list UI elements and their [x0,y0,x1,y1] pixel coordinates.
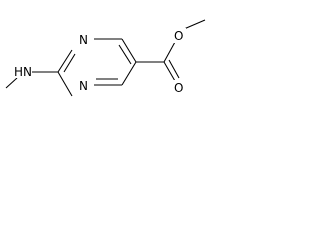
label-bg-n-lower [72,79,94,92]
label-bg-n-upper [72,33,94,46]
atom-label-nh: HN [14,65,32,79]
bond-carbonyl-c-o-double-b [168,59,180,79]
bond-c2-n1-double [63,53,76,73]
bond-methyl-nh [5,77,18,89]
bond-n3-c2 [57,71,73,97]
chemical-structure: N N HN O O [5,19,206,97]
bond-c2-n1 [57,49,73,73]
bond-skeleton [5,19,206,97]
label-bg-o-ester [172,28,186,43]
atom-labels: N N HN O O [14,28,186,95]
label-bg-o-carbonyl [172,80,186,95]
bond-carbonyl-c-o-double-a [163,61,176,82]
atom-label-n-lower: N [79,79,88,93]
bond-carbonyl-c-o-ester [163,41,176,63]
bond-c6-c5-double [118,44,132,65]
bond-c6-c5 [121,38,137,63]
atom-label-o-carbonyl: O [174,81,183,95]
bond-c5-c4 [121,61,137,86]
label-bg-nh [16,65,32,78]
atom-label-o-ester: O [174,29,183,43]
atom-label-n-upper: N [79,33,88,47]
bond-o-ester-methyl [183,19,206,30]
